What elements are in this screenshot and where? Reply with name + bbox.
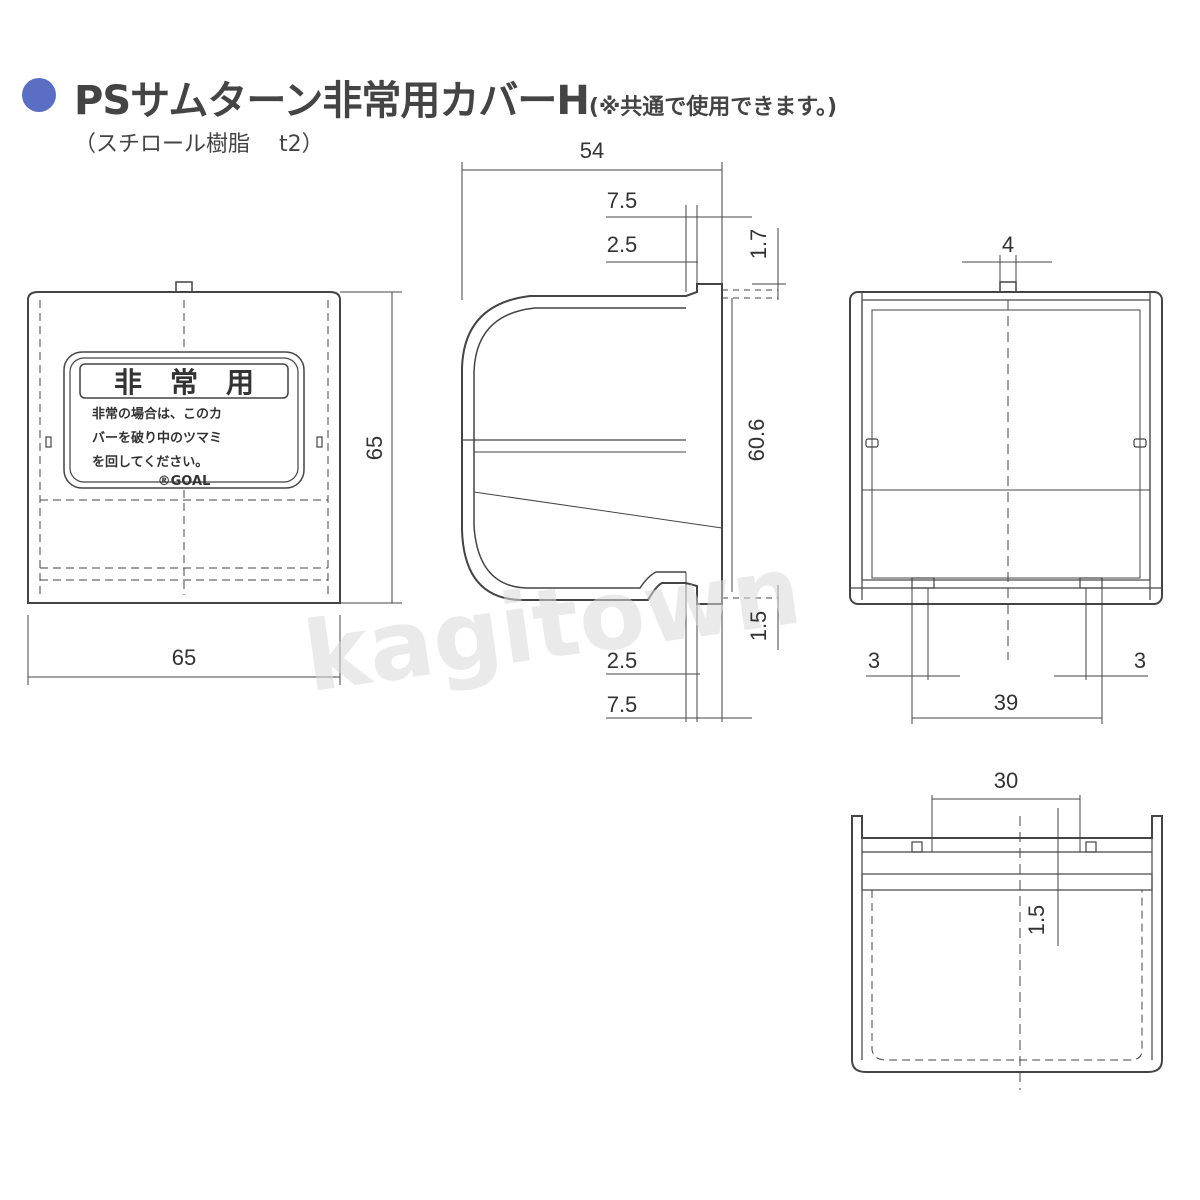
dim-back-4: 4 bbox=[1002, 232, 1014, 257]
dim-side-54: 54 bbox=[580, 138, 604, 163]
dim-back-39: 39 bbox=[994, 690, 1018, 715]
dim-side-1-7: 1.7 bbox=[746, 229, 771, 260]
dim-back-3-right: 3 bbox=[1134, 648, 1146, 673]
label-line-3: を回してください。 bbox=[92, 455, 208, 470]
title-bullet-icon bbox=[22, 78, 56, 112]
dim-side-7-5-bottom: 7.5 bbox=[607, 692, 638, 717]
page-title: PSサムターン非常用カバーH(※共通で使用できます。) bbox=[74, 68, 837, 126]
dim-side-2-5-bottom: 2.5 bbox=[607, 648, 638, 673]
front-view bbox=[27, 281, 402, 685]
side-view bbox=[461, 162, 786, 722]
dim-side-2-5-top: 2.5 bbox=[607, 232, 638, 257]
watermark: kagitown bbox=[297, 534, 807, 714]
dim-front-height: 65 bbox=[362, 436, 387, 460]
dim-front-width: 65 bbox=[172, 645, 196, 670]
label-line-2: バーを破り中のツマミ bbox=[92, 430, 222, 446]
back-view bbox=[849, 255, 1163, 724]
bottom-view bbox=[851, 795, 1163, 1090]
title-note: (※共通で使用できます。) bbox=[588, 95, 838, 120]
label-line-1: 非常の場合は、このカ bbox=[92, 406, 222, 422]
material-subtitle: （スチロール樹脂 t2） bbox=[74, 132, 324, 157]
dim-side-7-5-top: 7.5 bbox=[607, 188, 638, 213]
brand-logo-text: ®GOAL bbox=[158, 474, 211, 489]
title-main: PSサムターン非常用カバーH bbox=[74, 78, 590, 124]
dim-back-3-left: 3 bbox=[868, 648, 880, 673]
dim-bottom-30: 30 bbox=[994, 768, 1018, 793]
dim-side-1-5: 1.5 bbox=[746, 611, 771, 642]
dim-bottom-1-5: 1.5 bbox=[1024, 905, 1049, 936]
label-title: 非 常 用 bbox=[114, 366, 254, 399]
dim-side-60-6: 60.6 bbox=[744, 419, 769, 462]
